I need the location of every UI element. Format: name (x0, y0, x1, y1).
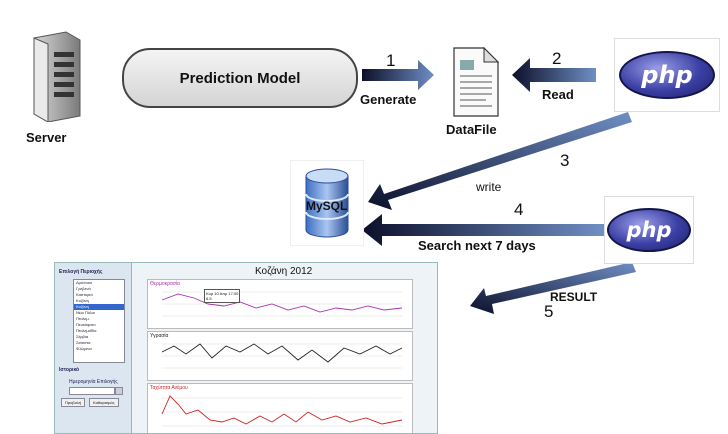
step-label: Search next 7 days (418, 238, 536, 253)
php-logo-top: php (614, 38, 720, 112)
step-label: Generate (360, 92, 417, 107)
step-label: RESULT (550, 290, 598, 304)
humidity-line (161, 343, 403, 369)
region-option[interactable]: Πτολεμαΐδα (76, 328, 97, 333)
server-icon (24, 30, 84, 123)
region-option[interactable]: Κοζάνη (76, 298, 89, 303)
server-label: Server (26, 130, 67, 145)
chart-title: Κοζάνη 2012 (255, 266, 313, 277)
temperature-line (161, 291, 403, 317)
step-number: 1 (386, 51, 396, 70)
region-option[interactable]: Σιάτιστα (76, 340, 91, 345)
step-number: 3 (560, 151, 570, 170)
arrow-result (470, 262, 636, 314)
region-option[interactable]: Πτολεμ. (76, 316, 90, 321)
step-label: Read (542, 87, 574, 102)
arrow-search (362, 214, 604, 246)
region-heading: Επιλογή Περιοχής (59, 269, 103, 275)
region-option[interactable]: Πευκόφυτο (76, 322, 96, 327)
clear-button[interactable]: Καθαρισμός (89, 398, 119, 407)
step-label: write (476, 180, 502, 194)
tooltip-date: Κυρ 10 Απρ 17:00 (206, 291, 239, 296)
step-number: 4 (514, 200, 524, 219)
php-icon: php (607, 208, 691, 252)
wind-panel: Ταχύτητα Ανέμου (147, 383, 413, 433)
panel-title: Θερμοκρασία (150, 281, 180, 287)
step-number: 5 (544, 302, 554, 321)
prediction-model-box: Prediction Model (122, 48, 358, 108)
region-option[interactable]: Νέοι Πόλοι (76, 310, 95, 315)
panel-title: Ταχύτητα Ανέμου (150, 385, 188, 391)
region-option[interactable]: Φλώρινα (76, 346, 92, 351)
region-option[interactable]: Γρεβενά (76, 286, 91, 291)
mysql-label: MySQL (306, 199, 348, 213)
date-label: Ημερομηνία Επιλογής (69, 379, 118, 385)
arrow-write (368, 112, 632, 210)
tooltip-value: 6.5 (206, 296, 212, 301)
document-icon (446, 44, 504, 120)
date-input[interactable] (69, 387, 115, 395)
arrow-generate (362, 60, 434, 90)
region-option[interactable]: Καστοριά (76, 292, 93, 297)
show-button[interactable]: Προβολή (61, 398, 86, 407)
region-option[interactable]: Αμύνταιο (76, 280, 93, 285)
panel-title: Υγρασία (150, 333, 169, 339)
calendar-icon[interactable] (115, 387, 123, 395)
region-option[interactable]: Σέρβια (76, 334, 89, 339)
php-icon: php (619, 51, 715, 99)
prediction-model-label: Prediction Model (179, 69, 301, 87)
tooltip: Κυρ 10 Απρ 17:00 6.5 (204, 289, 241, 303)
humidity-panel: Υγρασία (147, 331, 413, 381)
history-heading: Ιστορικό (59, 367, 80, 373)
region-option[interactable]: Κοζάνη (74, 304, 124, 310)
step-number: 2 (552, 49, 562, 68)
database-icon (289, 159, 365, 247)
php-logo-bottom: php (604, 196, 694, 264)
arrow-read (512, 58, 596, 92)
wind-line (161, 395, 403, 427)
temperature-panel: Θερμοκρασία Κυρ 10 Απρ 17:00 6.5 (147, 279, 413, 329)
datafile-label: DataFile (446, 122, 497, 137)
